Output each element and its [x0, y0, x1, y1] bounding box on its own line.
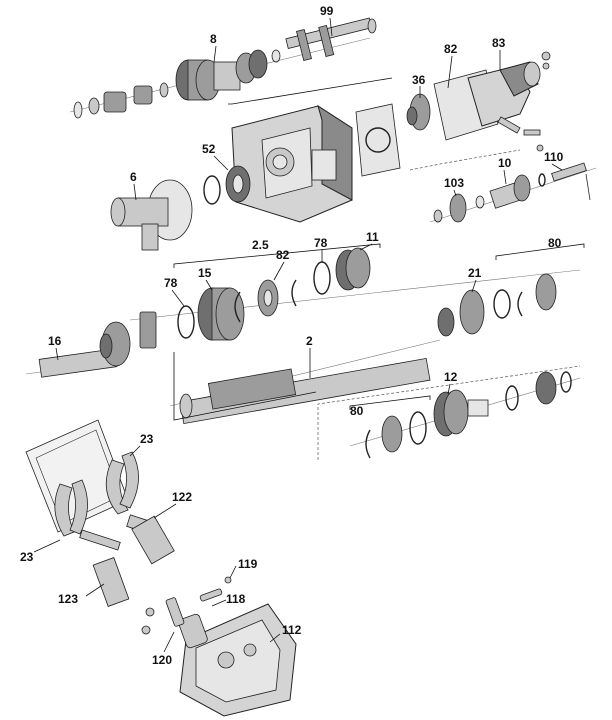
reverse-idler-shaft	[285, 17, 377, 62]
callout-36: 36	[412, 73, 426, 87]
callout-6: 6	[130, 170, 137, 184]
callout-15: 15	[198, 266, 212, 280]
leader-lines	[33, 17, 563, 653]
callout-11: 11	[366, 230, 379, 244]
callout-52: 52	[202, 142, 216, 156]
bearing-52	[203, 165, 251, 205]
callout-8: 8	[210, 32, 217, 46]
callout-78: 78	[314, 236, 328, 250]
callout-122: 122	[172, 490, 192, 504]
callout-21: 21	[468, 266, 482, 280]
transmission-case	[231, 103, 401, 223]
low-gear-group	[349, 371, 581, 459]
callout-12: 12	[444, 370, 458, 384]
callout-2: 2	[306, 334, 313, 348]
callout-82: 82	[444, 42, 458, 56]
shift-forks	[54, 451, 175, 635]
extension-housing	[406, 51, 551, 152]
counter-gear-cluster	[175, 49, 268, 101]
callout-2-5: 2.5	[252, 238, 269, 252]
countershaft-group	[69, 17, 377, 119]
input-shaft	[25, 321, 131, 378]
callout-80-lower: 80	[350, 404, 364, 418]
callout-16: 16	[48, 334, 62, 348]
mainshaft	[169, 339, 441, 425]
callout-23-lower: 23	[20, 550, 34, 564]
front-bearing-retainer	[110, 179, 193, 251]
callout-110: 110	[544, 150, 564, 164]
callout-99: 99	[320, 4, 334, 18]
callout-labels: 99 8 82 83 36 52 6 103 10 110 2.5 78 11 …	[20, 4, 564, 667]
callout-78-left: 78	[164, 276, 178, 290]
shift-cover	[165, 576, 297, 717]
callout-10: 10	[498, 156, 512, 170]
callout-120: 120	[152, 653, 172, 667]
callout-80: 80	[548, 236, 562, 250]
callout-103: 103	[444, 176, 464, 190]
callout-118: 118	[226, 592, 246, 606]
callout-112: 112	[282, 623, 302, 637]
callout-119: 119	[238, 557, 258, 571]
callout-83: 83	[492, 36, 506, 50]
callout-23: 23	[140, 432, 154, 446]
callout-123: 123	[58, 592, 78, 606]
output-shaft-group	[429, 162, 597, 223]
callout-82-hub: 82	[276, 248, 290, 262]
mainshaft-gears	[129, 247, 581, 349]
